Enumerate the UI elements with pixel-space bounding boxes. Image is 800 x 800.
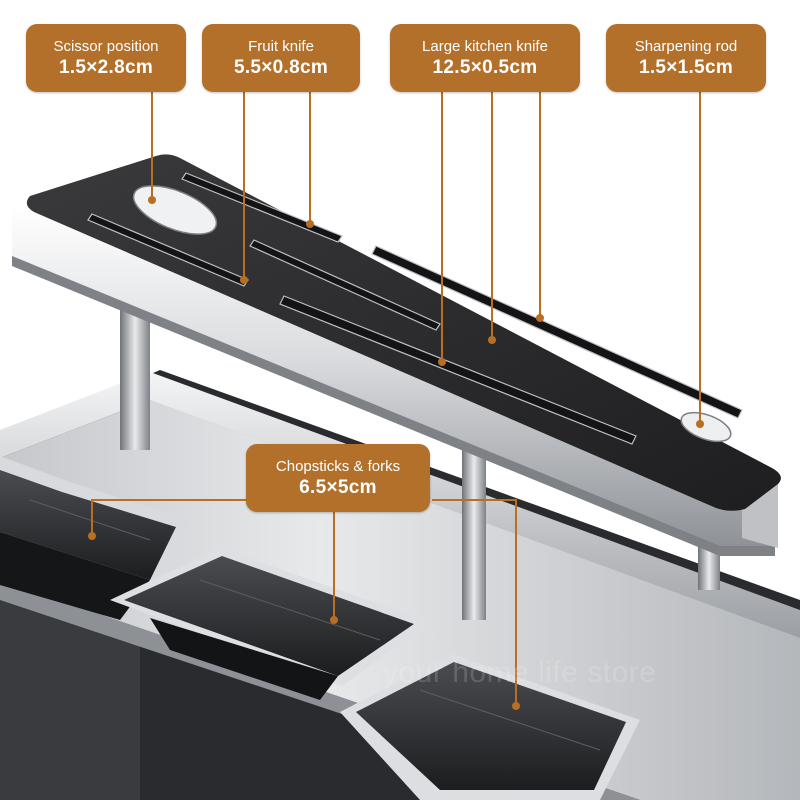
knife-slots — [87, 172, 743, 445]
label-large-kitchen-knife: Large kitchen knife 12.5×0.5cm — [390, 24, 580, 92]
sharpening-rod-hole — [680, 411, 732, 443]
label-size: 12.5×0.5cm — [432, 56, 538, 78]
pointer-lines — [91, 92, 701, 706]
label-scissor-position: Scissor position 1.5×2.8cm — [26, 24, 186, 92]
label-chopsticks-forks: Chopsticks & forks 6.5×5cm — [246, 444, 430, 512]
utensil-cups — [0, 456, 640, 800]
cup-left — [0, 456, 190, 620]
label-name: Chopsticks & forks — [275, 457, 401, 475]
label-size: 1.5×1.5cm — [638, 56, 734, 78]
knife-tray — [12, 154, 781, 556]
label-size: 6.5×5cm — [299, 476, 377, 498]
pointer-chopsticks-right — [432, 499, 517, 706]
cup-middle — [110, 548, 430, 700]
label-name: Fruit knife — [248, 37, 314, 55]
label-name: Sharpening rod — [634, 37, 738, 55]
cup-right — [340, 654, 640, 800]
label-name: Large kitchen knife — [422, 37, 548, 55]
store-watermark: your home life store — [383, 656, 657, 689]
label-fruit-knife: Fruit knife 5.5×0.8cm — [202, 24, 360, 92]
label-size: 5.5×0.8cm — [233, 56, 329, 78]
label-sharpening-rod: Sharpening rod 1.5×1.5cm — [606, 24, 766, 92]
pointer-chopsticks-left — [91, 499, 248, 536]
label-size: 1.5×2.8cm — [58, 56, 154, 78]
pointer-dots — [88, 196, 704, 710]
label-name: Scissor position — [53, 37, 159, 55]
